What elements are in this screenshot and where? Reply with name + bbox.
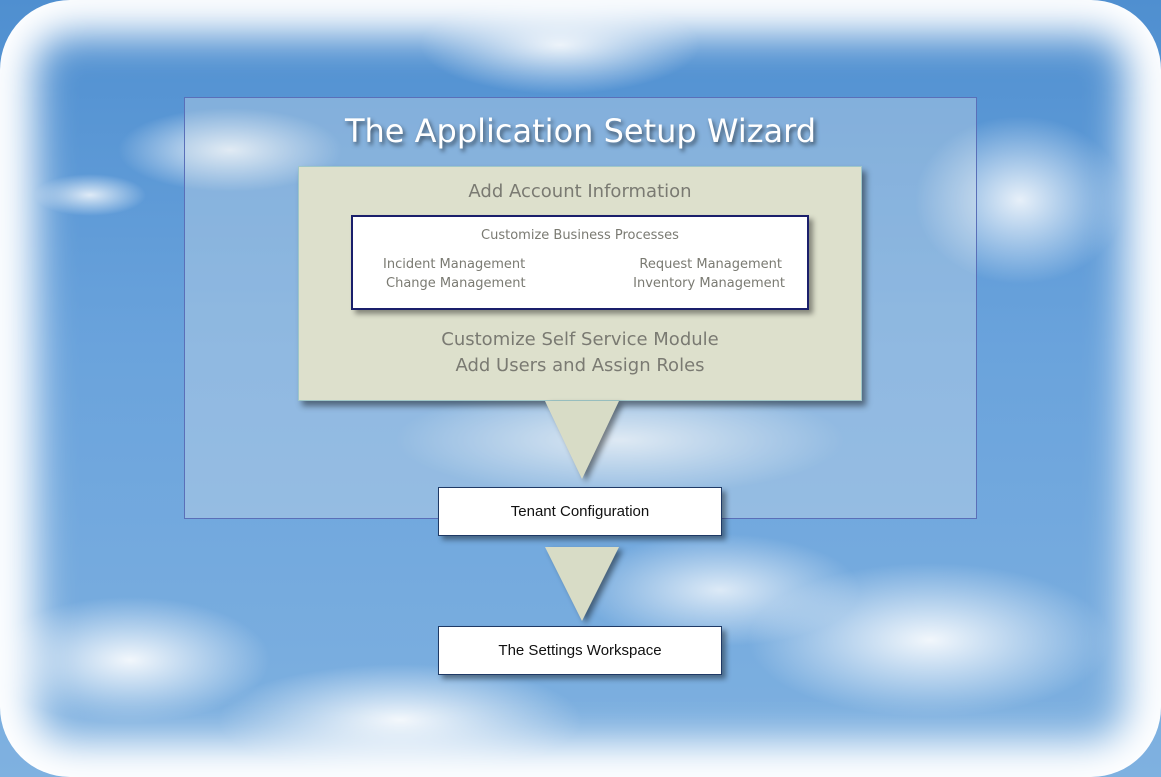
change-management: Change Management: [386, 276, 526, 291]
self-service-label: Customize Self Service Module: [441, 329, 719, 350]
users-roles-label: Add Users and Assign Roles: [455, 355, 705, 376]
incident-management: Incident Management: [383, 257, 526, 272]
tenant-configuration-box: Tenant Configuration: [438, 487, 722, 536]
business-processes-box: Customize Business Processes Incident Ma…: [351, 215, 809, 310]
account-step-label: Add Account Information: [468, 181, 692, 202]
business-processes-heading: Customize Business Processes: [481, 228, 679, 243]
down-arrow-icon: [545, 401, 619, 479]
request-management: Request Management: [639, 257, 782, 272]
settings-workspace-box: The Settings Workspace: [438, 626, 722, 675]
down-arrow-icon: [545, 547, 619, 621]
wizard-title: The Application Setup Wizard: [344, 112, 817, 150]
inventory-management: Inventory Management: [633, 276, 785, 291]
